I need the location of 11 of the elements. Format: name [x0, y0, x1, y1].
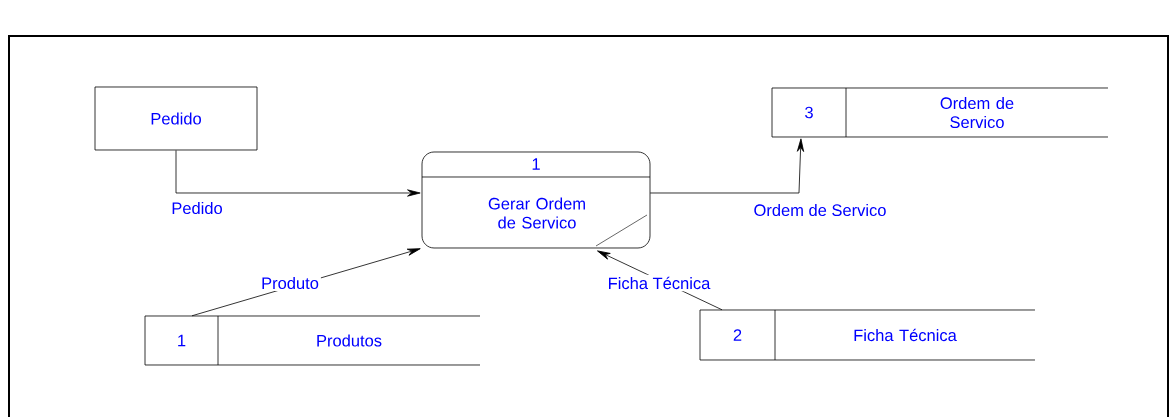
- data-store: 2 Ficha Técnica: [699, 309, 1036, 361]
- edge-label: Ordem de Servico: [751, 201, 889, 219]
- data-store: 1 Produtos: [144, 315, 481, 366]
- edge-label: Produto: [259, 274, 321, 292]
- edge-label: Pedido: [169, 199, 225, 217]
- arrow: [649, 138, 805, 194]
- arrow: [175, 150, 421, 197]
- edge-label: Ficha Técnica: [605, 274, 713, 292]
- external-entity-box: Pedido: [94, 86, 258, 151]
- process-box: 1 Gerar Ordem de Servico: [421, 151, 651, 249]
- data-store: 3 Ordem de Servico: [771, 87, 1109, 138]
